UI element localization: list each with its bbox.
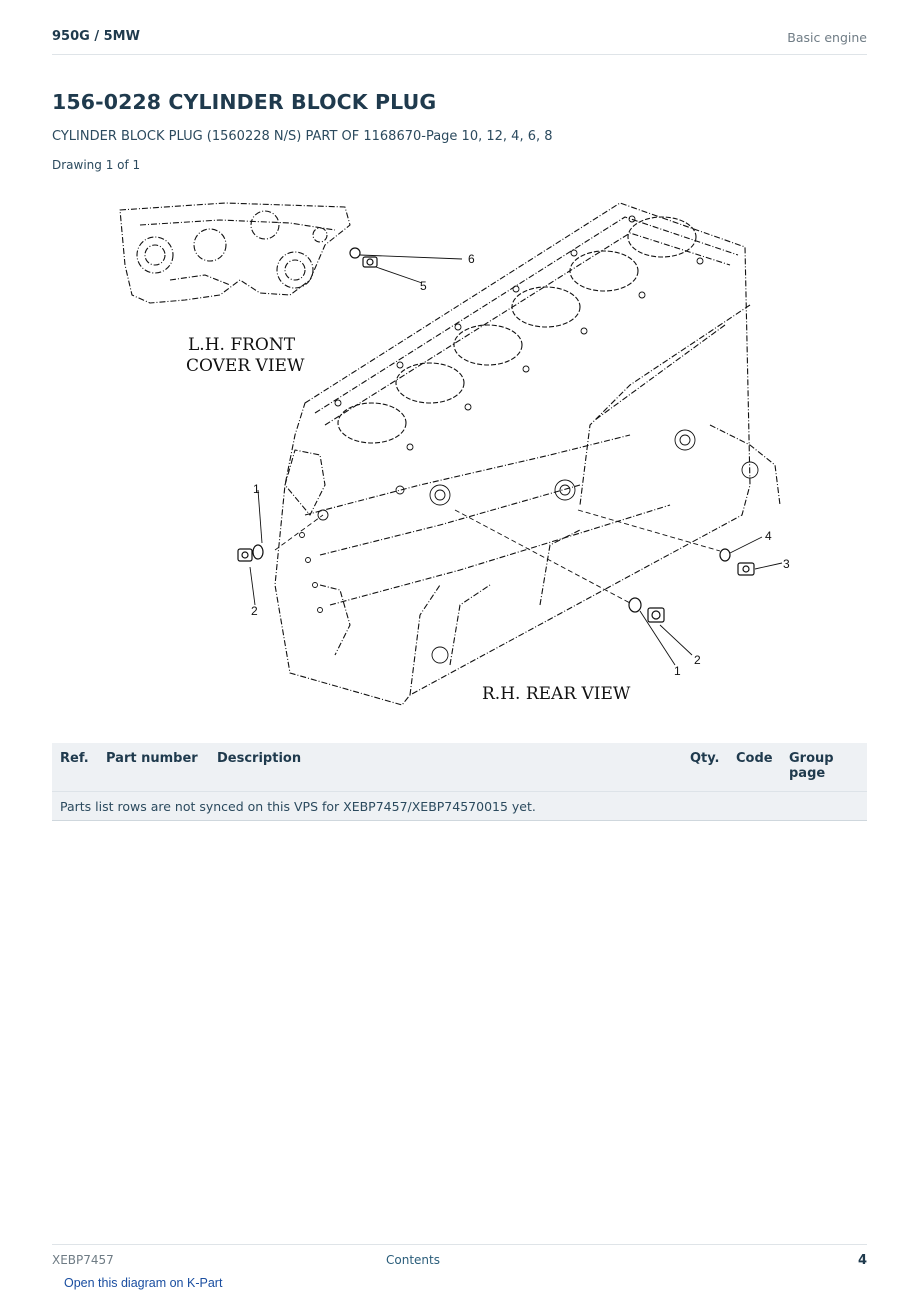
table-row: Parts list rows are not synced on this V…	[52, 791, 867, 821]
contents-link[interactable]: Contents	[386, 1253, 440, 1267]
front-view-label-line1: L.H. FRONT	[188, 335, 296, 355]
page-number: 4	[857, 1253, 867, 1268]
col-header-part-number: Part number	[98, 743, 209, 792]
table-header-row: Ref. Part number Description Qty. Code G…	[52, 743, 867, 792]
callout-6: 6	[468, 252, 475, 266]
page-title: 156-0228 CYLINDER BLOCK PLUG	[52, 90, 437, 114]
section-name: Basic engine	[787, 30, 867, 45]
front-view-label-line2: COVER VIEW	[186, 356, 305, 376]
document-id: XEBP7457	[52, 1253, 114, 1267]
sync-message: Parts list rows are not synced on this V…	[52, 791, 867, 821]
callout-2-right: 2	[694, 653, 701, 667]
callout-4: 4	[765, 529, 772, 543]
page-footer: XEBP7457 Contents 4	[52, 1244, 867, 1269]
page-header: 950G / 5MW Basic engine	[52, 28, 867, 55]
col-header-ref: Ref.	[52, 743, 98, 792]
callout-5: 5	[420, 279, 427, 293]
callout-2-left: 2	[251, 604, 258, 618]
col-header-description: Description	[209, 743, 682, 792]
drawing-count: Drawing 1 of 1	[52, 158, 141, 172]
callout-1-right: 1	[674, 664, 681, 678]
col-header-code: Code	[728, 743, 781, 792]
col-header-group-page: Group page	[781, 743, 867, 792]
page-subtitle: CYLINDER BLOCK PLUG (1560228 N/S) PART O…	[52, 129, 553, 144]
col-header-qty: Qty.	[682, 743, 728, 792]
parts-diagram: L.H. FRONT COVER VIEW R.H. REAR VIEW 6 5…	[110, 185, 790, 725]
parts-table: Ref. Part number Description Qty. Code G…	[52, 743, 867, 821]
kpart-link[interactable]: Open this diagram on K-Part	[64, 1276, 223, 1290]
model-path: 950G / 5MW	[52, 29, 140, 44]
rear-view-label: R.H. REAR VIEW	[482, 684, 631, 704]
cylinder-block-drawing: L.H. FRONT COVER VIEW R.H. REAR VIEW 6 5…	[119, 202, 790, 706]
callout-3: 3	[783, 557, 790, 571]
callout-1-left: 1	[253, 482, 260, 496]
